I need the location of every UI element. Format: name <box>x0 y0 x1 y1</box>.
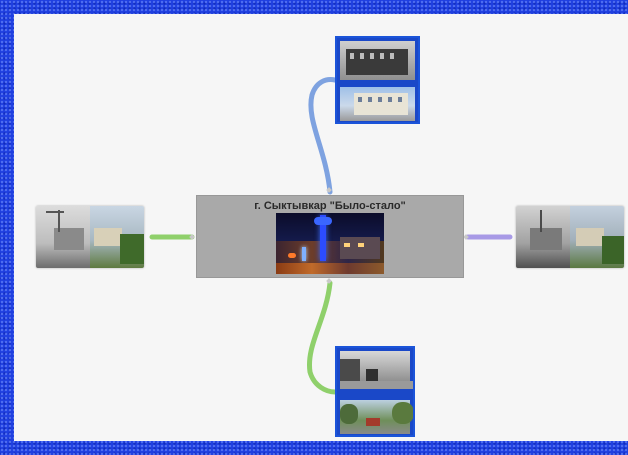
card-caption-bottom <box>340 392 410 398</box>
old-photo-left <box>36 206 90 268</box>
new-photo-bottom <box>340 400 413 434</box>
new-photo-top <box>340 87 415 121</box>
night-city-photo <box>276 213 384 274</box>
card-caption-top <box>340 81 415 86</box>
old-photo-right <box>516 206 570 268</box>
central-topic[interactable]: г. Сыктывкар "Было-стало" <box>196 195 464 278</box>
topic-card-bottom[interactable] <box>335 346 415 437</box>
connector-top <box>308 77 338 195</box>
new-photo-left <box>90 206 144 268</box>
topic-thumb-left[interactable] <box>36 206 144 268</box>
old-photo-bottom <box>340 351 413 389</box>
new-photo-right <box>570 206 624 268</box>
topic-thumb-right[interactable] <box>516 206 624 268</box>
connector-bottom <box>306 280 338 395</box>
old-photo-top <box>340 41 415 80</box>
central-topic-title: г. Сыктывкар "Было-стало" <box>254 200 406 212</box>
topic-card-top[interactable] <box>335 36 420 124</box>
